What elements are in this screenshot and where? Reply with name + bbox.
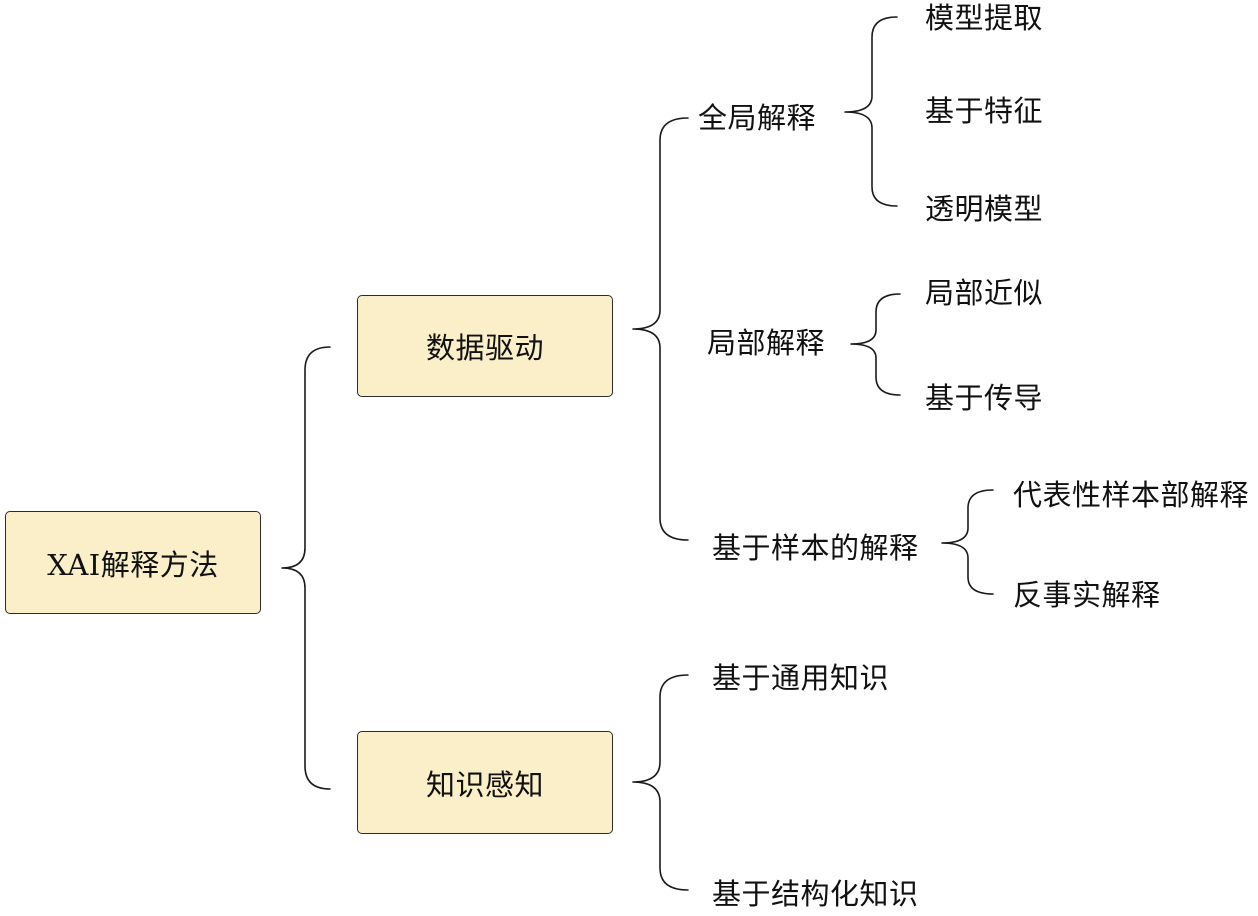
data-driven-label: 数据驱动 [425,331,544,365]
knowledge-label: 知识感知 [425,767,544,802]
sample-explanation-label[interactable]: 基于样本的解释 [712,531,919,565]
leaf-general-knowledge[interactable]: 基于通用知识 [712,661,890,695]
global-bracket [844,16,898,207]
knowledge-node[interactable]: 知识感知 [357,731,613,834]
local-explanation-label[interactable]: 局部解释 [707,326,826,360]
knowledge-bracket [632,674,689,891]
root-node[interactable]: XAI解释方法 [5,511,261,614]
local-bracket [850,293,901,396]
leaf-transparent-model[interactable]: 透明模型 [925,192,1044,226]
global-explanation-label[interactable]: 全局解释 [698,101,817,135]
root-node-label: XAI解释方法 [47,547,219,582]
sample-bracket [941,489,994,595]
leaf-representative-sample[interactable]: 代表性样本部解释 [1013,478,1250,512]
leaf-model-extraction[interactable]: 模型提取 [925,1,1044,35]
leaf-local-approximation[interactable]: 局部近似 [925,276,1044,310]
leaf-counterfactual[interactable]: 反事实解释 [1013,578,1161,612]
root-bracket [281,346,331,790]
data-driven-node[interactable]: 数据驱动 [357,295,613,397]
leaf-feature-based[interactable]: 基于特征 [925,94,1044,128]
leaf-propagation-based[interactable]: 基于传导 [925,381,1044,415]
leaf-structured-knowledge[interactable]: 基于结构化知识 [712,877,919,911]
data-driven-bracket [632,117,689,541]
